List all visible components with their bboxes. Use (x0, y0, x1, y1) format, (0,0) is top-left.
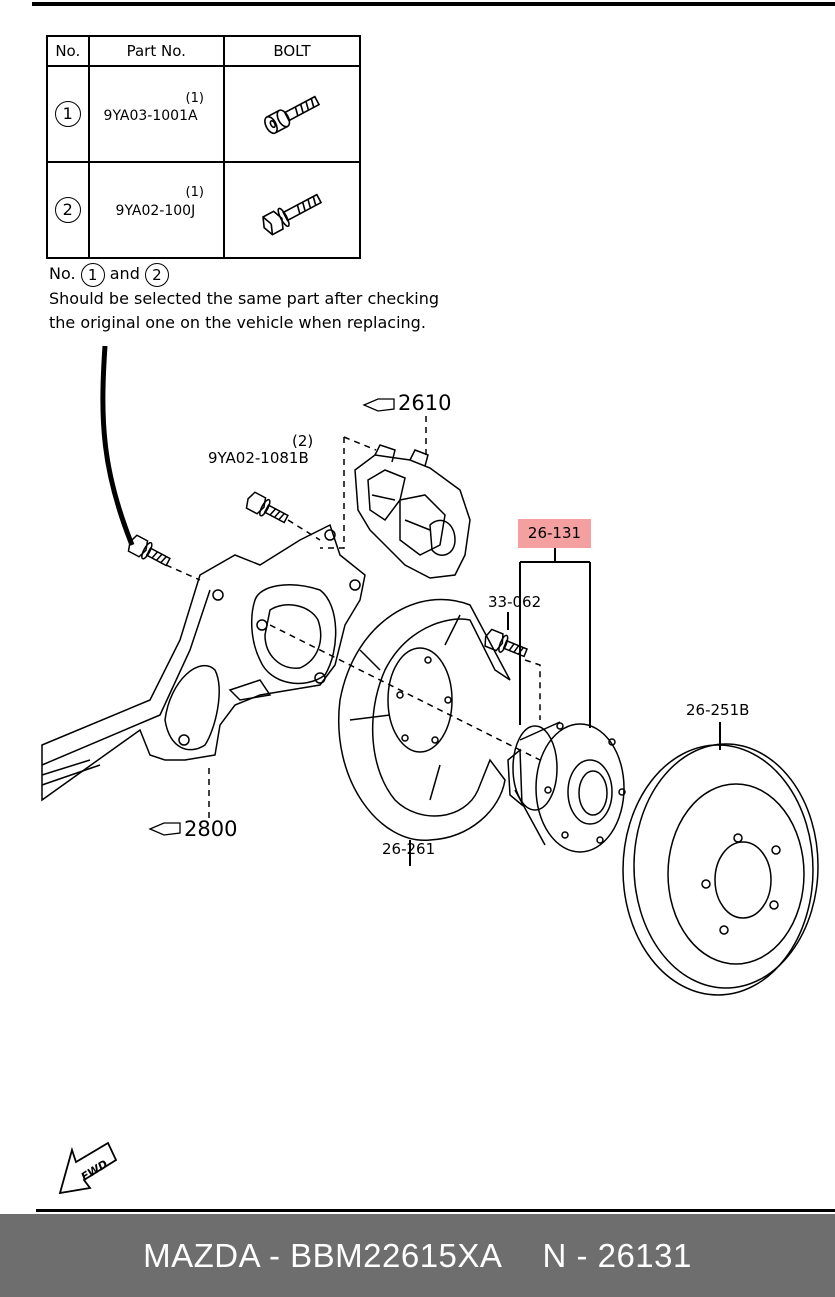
row-no-cell: 2 (46, 161, 90, 259)
table-header-row: No. Part No. BOLT (46, 35, 361, 67)
row-bolt-cell (223, 65, 361, 163)
note-prefix: No. (49, 264, 76, 283)
header-bolt: BOLT (223, 35, 361, 67)
part-number: 9YA03-1001A (103, 108, 198, 124)
dust-shield (338, 598, 511, 841)
knuckle-ref-label[interactable]: 2800 (184, 817, 237, 841)
flange-bolt-icon (264, 95, 321, 135)
caliper-bolt-sup: (2) (292, 432, 313, 450)
top-rule (32, 2, 835, 6)
part-number: 9YA02-100J (115, 203, 196, 219)
fwd-arrow-icon: FWD (58, 1141, 118, 1195)
hex-bolt-icon (262, 193, 323, 236)
row-no-cell: 1 (46, 65, 90, 163)
caliper-bolt-label[interactable]: 9YA02-1081B (208, 449, 309, 467)
part-sup: (1) (185, 91, 204, 106)
circled-number: 1 (54, 101, 81, 127)
pointer-hand-icon (148, 398, 395, 836)
dust-shield-label[interactable]: 26-261 (382, 840, 435, 858)
hose-bolt (127, 534, 171, 567)
hub-bolt-label[interactable]: 33-062 (488, 593, 541, 611)
caliper-ref-label[interactable]: 2610 (398, 391, 451, 415)
replacement-note: No. 1 and 2 Should be selected the same … (49, 262, 519, 335)
brake-hose (100, 345, 135, 546)
table-row: 2 (1) 9YA02-100J (46, 161, 361, 259)
row-part-cell: (1) 9YA02-100J (87, 161, 226, 259)
note-line-3: the original one on the vehicle when rep… (49, 312, 426, 332)
note-and: and (109, 264, 140, 283)
footer-brand-part: MAZDA - BBM22615XA (143, 1236, 503, 1274)
brake-disc-label[interactable]: 26-251B (686, 701, 749, 719)
table-row: 1 (1) 9YA03-1001A (46, 65, 361, 163)
knuckle-assembly (41, 523, 366, 802)
brake-caliper (354, 444, 471, 579)
footer-bar: MAZDA - BBM22615XA N - 26131 (0, 1214, 835, 1297)
hub-assembly-callout-highlight[interactable]: 26-131 (518, 519, 591, 548)
hub-bolt (484, 628, 528, 658)
note-line-1: No. 1 and 2 (49, 262, 519, 287)
leader-lines (165, 416, 541, 818)
header-part-no: Part No. (87, 35, 226, 67)
bottom-rule (36, 1209, 835, 1212)
note-line-2: Should be selected the same part after c… (49, 288, 440, 308)
bolt-table: No. Part No. BOLT 1 (1) 9YA03-1001A (46, 35, 361, 259)
callout-lines (409, 548, 721, 866)
circled-number: 2 (54, 197, 81, 223)
note-circle-1: 1 (80, 262, 105, 287)
hub-bearing (507, 721, 626, 853)
header-no: No. (46, 35, 90, 67)
note-circle-2: 2 (144, 262, 169, 287)
fwd-label: FWD (79, 1157, 110, 1183)
part-sup: (1) (185, 185, 204, 200)
caliper-bolt (245, 491, 289, 524)
brake-disc (622, 743, 819, 996)
footer-ref: N - 26131 (542, 1236, 692, 1274)
row-part-cell: (1) 9YA03-1001A (87, 65, 226, 163)
row-bolt-cell (223, 161, 361, 259)
